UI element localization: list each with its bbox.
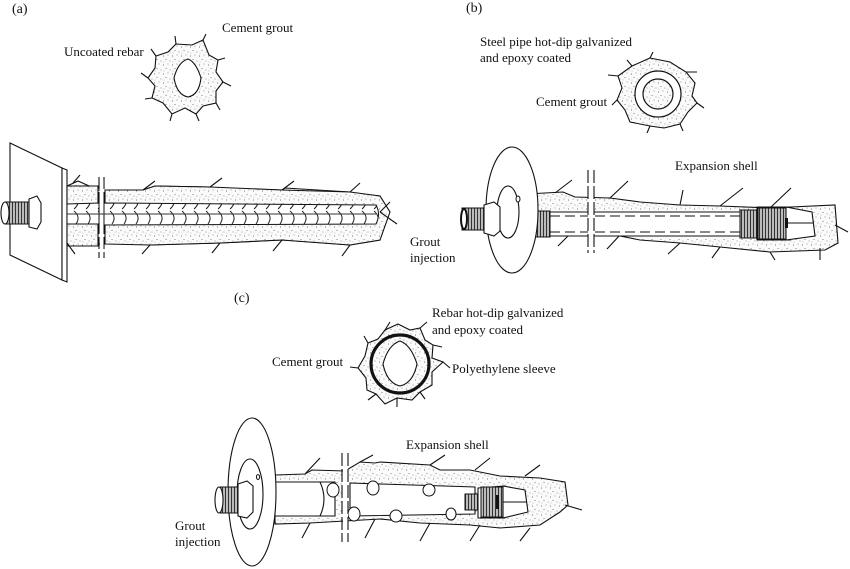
rebar-coated-label-1: Rebar hot-dip galvanized (432, 305, 564, 320)
panel-b-label: (b) (466, 1, 483, 16)
expansion-shell-label-c: Expansion shell (406, 437, 489, 452)
panel-c-label: (c) (234, 291, 250, 306)
bolt-side-b (460, 146, 849, 280)
cement-grout-label-c: Cement grout (272, 354, 344, 369)
grout-injection-label-c-2: injection (175, 534, 221, 549)
cross-section-c (349, 321, 451, 407)
cement-grout-label-b: Cement grout (536, 94, 608, 109)
grout-body-a (66, 174, 398, 258)
panel-a: (a) Cement grout Uncoated rebar (0, 2, 456, 283)
uncoated-rebar-label: Uncoated rebar (64, 44, 144, 59)
grout-injection-label-c: Grout (175, 518, 206, 533)
nut-a (0, 195, 42, 230)
rebar-coated-label-2: and epoxy coated (432, 322, 523, 337)
cement-grout-label-a: Cement grout (222, 20, 294, 35)
expansion-shell-label-b: Expansion shell (675, 158, 758, 173)
cross-section-b (607, 51, 705, 134)
panel-b: (b) Steel pipe hot-dip galvanized and ep… (460, 1, 849, 280)
panel-a-label: (a) (12, 2, 28, 17)
panel-c: (c) Rebar hot-dip galvanized and epoxy c… (175, 291, 583, 567)
steel-pipe-label-1: Steel pipe hot-dip galvanized (480, 34, 632, 49)
grout-injection-label-a-2: injection (410, 250, 456, 265)
bolt-side-c (214, 417, 583, 567)
grout-injection-label-a: Grout (410, 234, 441, 249)
polyethylene-sleeve-label: Polyethylene sleeve (452, 361, 556, 376)
steel-pipe-label-2: and epoxy coated (480, 50, 571, 65)
cross-section-a (140, 33, 232, 122)
